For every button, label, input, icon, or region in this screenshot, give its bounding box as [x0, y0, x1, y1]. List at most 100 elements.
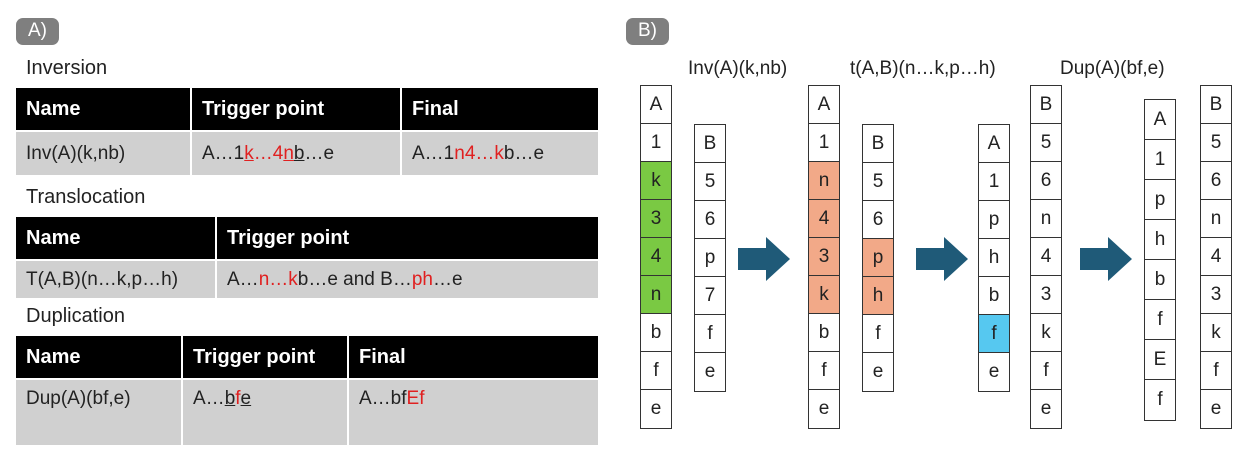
- gene-cell: e: [650, 398, 662, 419]
- gene-cell: b: [641, 314, 671, 352]
- gene-cell: 5: [695, 163, 725, 201]
- text-run: n: [283, 142, 294, 164]
- gene-cell: B: [1201, 86, 1231, 124]
- gene-cell: 5: [1201, 124, 1231, 162]
- text-run: k: [244, 142, 254, 164]
- gene-cell: 1: [1145, 140, 1175, 180]
- text-run: …4: [253, 142, 284, 164]
- inversion-header-trigger: Trigger point: [191, 88, 402, 131]
- gene-cell: B: [1031, 86, 1061, 124]
- text-run: n4…k: [454, 142, 504, 164]
- translocation-trigger-cell: A…n…kb…e and B…ph…e: [216, 259, 598, 298]
- translocation-title: Translocation: [26, 186, 146, 208]
- gene-cell: 6: [695, 201, 725, 239]
- text-run: …e: [304, 142, 335, 164]
- duplication-name-cell: Dup(A)(bf,e): [16, 378, 183, 445]
- inversion-title: Inversion: [26, 57, 108, 79]
- gene-cell: f: [809, 352, 839, 390]
- gene-cell: 3: [1031, 276, 1061, 314]
- gene-cell: 4: [1031, 238, 1061, 276]
- gene-cell: 1: [809, 124, 839, 162]
- gene-cell: k: [1031, 314, 1061, 352]
- text-run: e: [240, 388, 252, 409]
- duplication-table: Name Trigger point Final Dup(A)(bf,e) A……: [16, 336, 598, 445]
- gene-cell: B: [695, 125, 725, 163]
- duplication-header-trigger: Trigger point: [182, 336, 349, 379]
- translocation-name-cell: T(A,B)(n…k,p…h): [16, 259, 217, 298]
- text-run: A…bf: [359, 388, 407, 409]
- gene-cell: A: [979, 125, 1009, 163]
- duplication-header-final: Final: [348, 336, 598, 379]
- inversion-name-cell: Inv(A)(k,nb): [16, 130, 192, 175]
- arrow-right-icon: [738, 237, 790, 281]
- gene-cell: k: [809, 276, 839, 314]
- panel-a-badge: A): [16, 18, 59, 45]
- gene-cell: f: [863, 315, 893, 353]
- gene-cell: 4: [809, 200, 839, 238]
- gene-cell: e: [1210, 398, 1222, 419]
- gene-cell: b: [809, 314, 839, 352]
- inversion-op-label: Inv(A)(k,nb): [688, 58, 788, 79]
- gene-cell: E: [1145, 340, 1175, 380]
- translocation-op-label: t(A,B)(n…k,p…h): [850, 58, 996, 79]
- gene-cell: e: [818, 398, 830, 419]
- text-run: A…: [227, 268, 259, 290]
- gene-cell: f: [1157, 389, 1163, 410]
- gene-cell: 6: [863, 201, 893, 239]
- inversion-trigger-cell: A…1k…4nb…e: [191, 130, 402, 175]
- gene-cell: B: [863, 125, 893, 163]
- text-run: b: [293, 142, 305, 164]
- gene-cell: 3: [809, 238, 839, 276]
- gene-cell: k: [1201, 314, 1231, 352]
- gene-cell: 4: [1201, 238, 1231, 276]
- duplication-header-name: Name: [16, 336, 183, 379]
- gene-cell: 5: [1031, 124, 1061, 162]
- gene-cell: p: [979, 201, 1009, 239]
- gene-cell: p: [863, 239, 893, 277]
- gene-cell: n: [641, 276, 671, 314]
- duplication-final-cell: A…bfEf: [348, 378, 598, 445]
- gene-cell: 6: [1031, 162, 1061, 200]
- gene-cell: A: [641, 86, 671, 124]
- text-run: f: [419, 388, 425, 409]
- gene-cell: p: [1145, 180, 1175, 220]
- gene-cell: n: [1031, 200, 1061, 238]
- text-run: b…e: [503, 142, 545, 164]
- inversion-header-final: Final: [401, 88, 598, 131]
- gene-cell: 3: [1201, 276, 1231, 314]
- gene-cell: e: [704, 361, 716, 382]
- translocation-table: Name Trigger point T(A,B)(n…k,p…h) A…n…k…: [16, 217, 598, 298]
- panel-b-badge: B): [626, 18, 669, 45]
- gene-cell: e: [1040, 398, 1052, 419]
- gene-cell: h: [863, 277, 893, 315]
- gene-cell: f: [641, 352, 671, 390]
- gene-cell: k: [641, 162, 671, 200]
- gene-cell: 7: [695, 277, 725, 315]
- text-run: A…: [193, 388, 225, 409]
- inversion-header-name: Name: [16, 88, 192, 131]
- gene-cell: 4: [641, 238, 671, 276]
- text-run: …e: [432, 268, 463, 290]
- gene-cell: e: [988, 361, 1000, 382]
- gene-cell: A: [1145, 100, 1175, 140]
- gene-cell: 1: [641, 124, 671, 162]
- gene-cell: f: [1145, 300, 1175, 340]
- gene-cell: b: [1145, 260, 1175, 300]
- text-run: A…1: [412, 142, 455, 164]
- gene-cell: b: [979, 277, 1009, 315]
- arrow-right-icon: [916, 237, 968, 281]
- text-run: f: [235, 388, 241, 409]
- text-run: b: [224, 388, 236, 409]
- inversion-final-cell: A…1n4…kb…e: [401, 130, 598, 175]
- gene-cell: h: [1145, 220, 1175, 260]
- gene-cell: p: [695, 239, 725, 277]
- gene-cell: n: [1201, 200, 1231, 238]
- inversion-table: Name Trigger point Final Inv(A)(k,nb) A……: [16, 88, 598, 175]
- gene-cell: A: [809, 86, 839, 124]
